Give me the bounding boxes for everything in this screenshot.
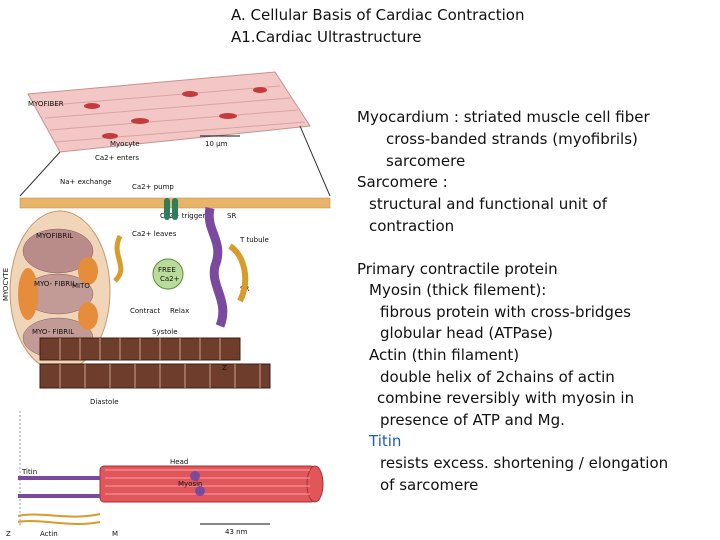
slide-title: A. Cellular Basis of Cardiac Contraction (231, 6, 525, 24)
label-myocyte: Myocyte (110, 140, 140, 148)
label-relax: Relax (170, 307, 189, 315)
text-line-6: contraction (369, 217, 455, 235)
text-line-10: globular head (ATPase) (380, 324, 553, 342)
text-line-7: Primary contractile protein (357, 260, 558, 278)
text-line-15: Titin (369, 432, 402, 450)
label-actin: Actin (40, 530, 58, 538)
myosin-heading: Myosin (369, 281, 422, 299)
label-myo-fibril-2: MYO- FIBRIL (32, 328, 74, 336)
free-ca-cycle: FREE Ca2+ Contract Relax Systole (130, 258, 189, 336)
label-na-exchange: Na+ exchange (60, 178, 112, 186)
text-line-14: presence of ATP and Mg. (380, 411, 565, 429)
label-myo-fibril-1: MYO- FIBRIL (34, 280, 76, 288)
text-line-1: Myocardium : striated muscle cell fiber (357, 108, 650, 126)
text-line-16: resists excess. shortening / elongation (380, 454, 669, 472)
label-scale: 10 μm (205, 140, 228, 148)
label-ca-pump: Ca2+ pump (132, 183, 174, 191)
text-line-8: Myosin (thick filement): (369, 280, 546, 300)
label-myosin: Myosin (178, 480, 203, 488)
text-line-3: sarcomere (386, 152, 466, 170)
text-line-11: Actin (thin filament) (369, 345, 519, 365)
label-myofiber: MYOFIBER (28, 100, 64, 108)
cardiac-ultrastructure-figure: MYOFIBER Myocyte 10 μm Ca2+ enters Na+ e… (2, 71, 331, 538)
label-myocyte-side: MYOCYTE (2, 268, 10, 301)
text-line-13: combine reversibly with myosin in (377, 389, 635, 407)
label-myofibril: MYOFIBRIL (36, 232, 73, 240)
label-nm: 43 nm (225, 528, 248, 536)
cell-membrane-region: Ca2+ enters Na+ exchange Ca2+ pump Ca2+ … (19, 154, 331, 328)
myofiber-illustration: MYOFIBER Myocyte 10 μm (27, 71, 311, 153)
label-ca-leaves: Ca2+ leaves (132, 230, 177, 238)
label-m: M (112, 530, 118, 538)
text-line-12: double helix of 2chains of actin (380, 368, 615, 386)
filament-detail: Head Titin Myosin Z Actin M 43 nm (6, 411, 324, 538)
label-free-ca-2: Ca2+ (160, 275, 180, 283)
label-free-ca-1: FREE (158, 266, 176, 274)
myosin-suffix: (thick filement): (421, 281, 547, 299)
label-ttubule: T tubule (239, 236, 269, 244)
slide-subtitle: A1.Cardiac Ultrastructure (231, 28, 422, 46)
label-titin: Titin (21, 468, 37, 476)
label-ca-enters: Ca2+ enters (95, 154, 139, 162)
label-mito: MITO (72, 282, 90, 290)
label-z-bottom: Z (6, 530, 11, 538)
text-line-9: fibrous protein with cross-bridges (380, 303, 632, 321)
label-sr-top: SR (227, 212, 236, 220)
text-line-4: Sarcomere : (357, 173, 448, 191)
label-ca-trigger: Ca2+ trigger (160, 212, 205, 220)
label-z: Z (222, 364, 227, 372)
label-diastole: Diastole (90, 398, 119, 406)
sarcomere-cylinders: Z Diastole (39, 337, 271, 406)
text-line-2: cross-banded strands (myofibrils) (386, 130, 638, 148)
label-systole: Systole (152, 328, 178, 336)
label-contract: Contract (130, 307, 160, 315)
actin-heading: Actin (369, 346, 407, 364)
text-line-17: of sarcomere (380, 476, 479, 494)
text-line-5: structural and functional unit of (369, 195, 607, 213)
label-head: Head (170, 458, 188, 466)
actin-suffix: (thin filament) (406, 346, 520, 364)
